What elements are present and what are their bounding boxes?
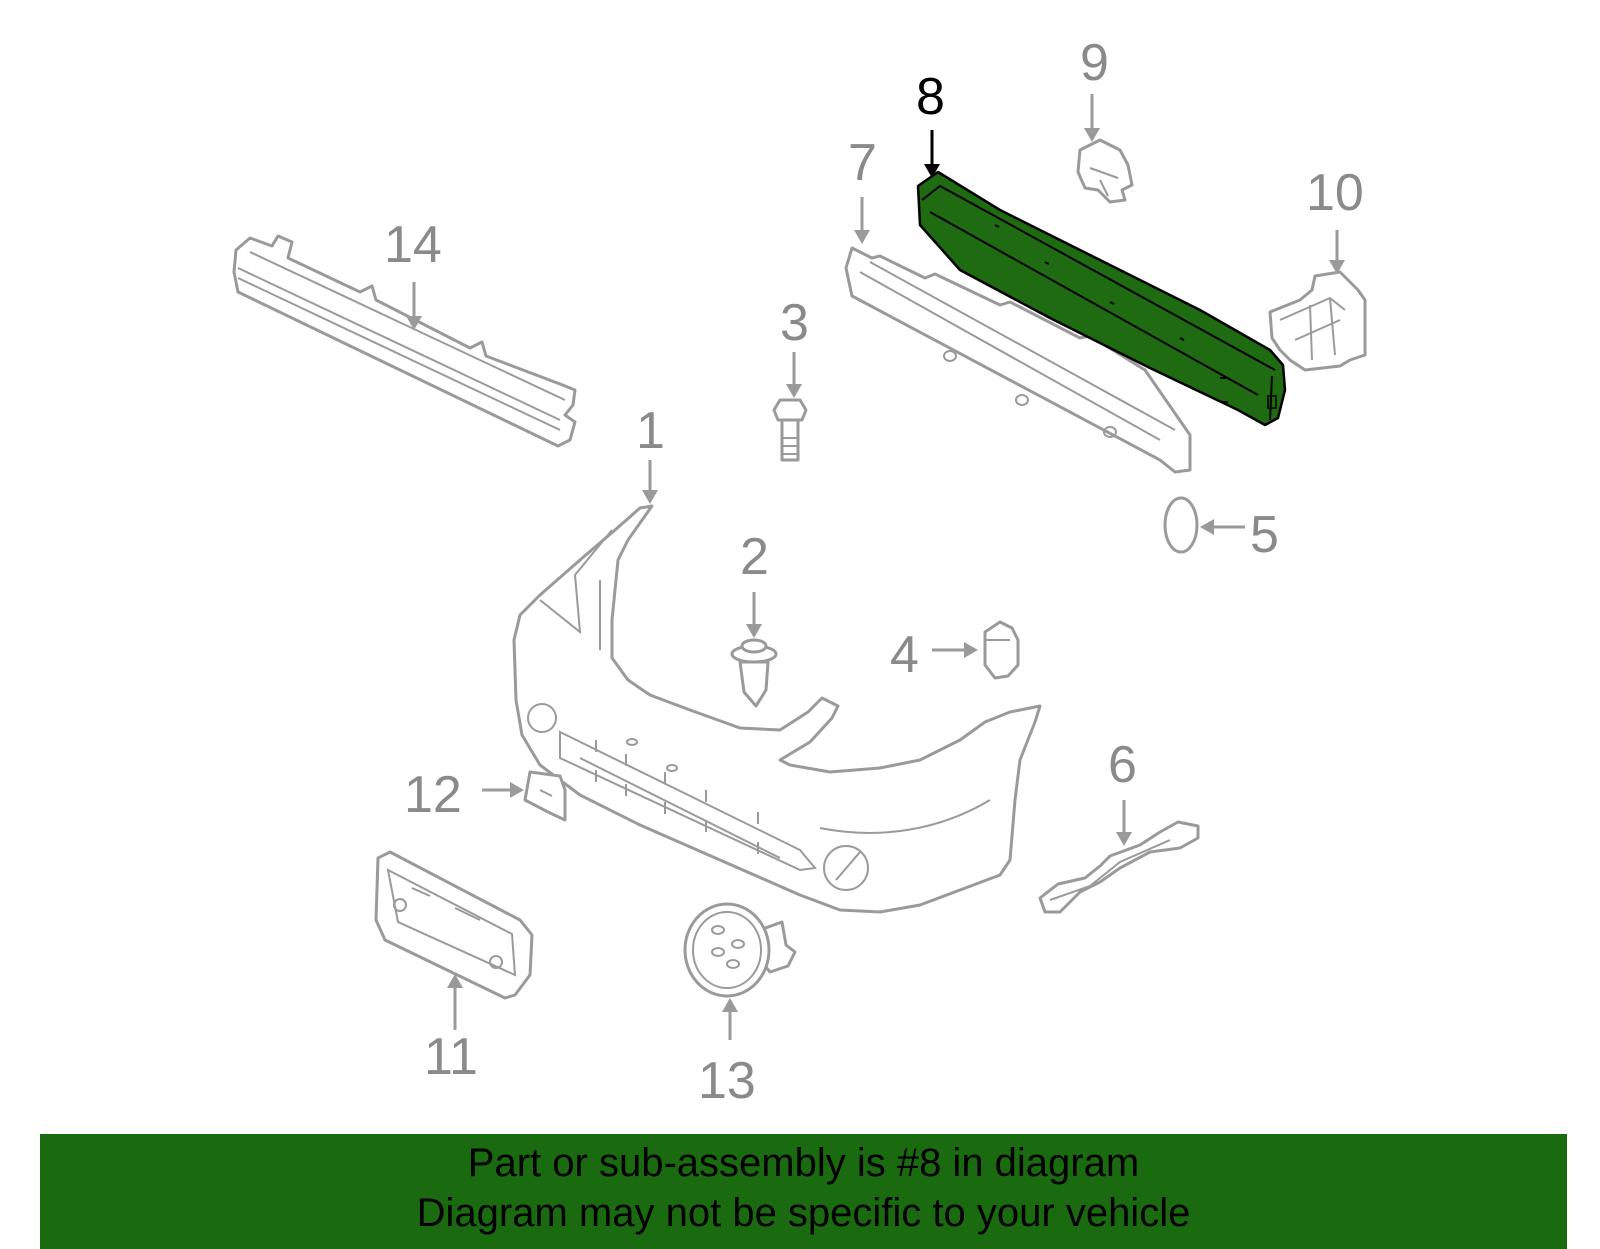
callout-13[interactable]: 13 <box>698 1052 756 1110</box>
callout-8[interactable]: 8 <box>916 68 945 126</box>
part-2-push-clip[interactable] <box>730 638 778 708</box>
callout-6[interactable]: 6 <box>1108 736 1137 794</box>
part-14-grille-bar[interactable] <box>232 234 577 448</box>
callout-labels: 14 7 8 9 10 3 1 5 2 4 6 12 11 13 <box>384 34 1364 1110</box>
part-10-mounting-bracket[interactable] <box>1268 270 1367 372</box>
part-11-license-bracket[interactable] <box>374 850 534 1000</box>
part-1-bumper-cover[interactable] <box>512 504 1042 914</box>
callout-12[interactable]: 12 <box>404 766 462 824</box>
callout-10[interactable]: 10 <box>1306 164 1364 222</box>
part-9-bracket[interactable] <box>1076 138 1134 204</box>
callout-4[interactable]: 4 <box>890 626 919 684</box>
banner-disclaimer: Diagram may not be specific to your vehi… <box>416 1191 1191 1235</box>
callout-1[interactable]: 1 <box>636 402 665 460</box>
banner-part-note: Part or sub-assembly is #8 in diagram <box>467 1141 1140 1185</box>
part-6-side-bracket[interactable] <box>1038 820 1200 914</box>
callout-7[interactable]: 7 <box>848 134 877 192</box>
callout-11[interactable]: 11 <box>424 1028 478 1086</box>
callout-2[interactable]: 2 <box>740 528 769 586</box>
part-8-reinforcement-bar[interactable] <box>916 170 1287 427</box>
info-banner: Part or sub-assembly is #8 in diagram Di… <box>40 1134 1567 1249</box>
part-13-fog-lamp[interactable] <box>683 902 797 998</box>
part-12-bracket[interactable] <box>523 770 567 822</box>
part-3-bolt[interactable] <box>772 398 808 462</box>
callout-14[interactable]: 14 <box>384 216 442 274</box>
callout-5[interactable]: 5 <box>1250 506 1279 564</box>
callout-9[interactable]: 9 <box>1080 34 1109 92</box>
part-4-clip[interactable] <box>983 620 1020 680</box>
part-5-clip[interactable] <box>1163 496 1199 554</box>
callout-arrows <box>406 94 1345 1040</box>
callout-3[interactable]: 3 <box>780 294 809 352</box>
